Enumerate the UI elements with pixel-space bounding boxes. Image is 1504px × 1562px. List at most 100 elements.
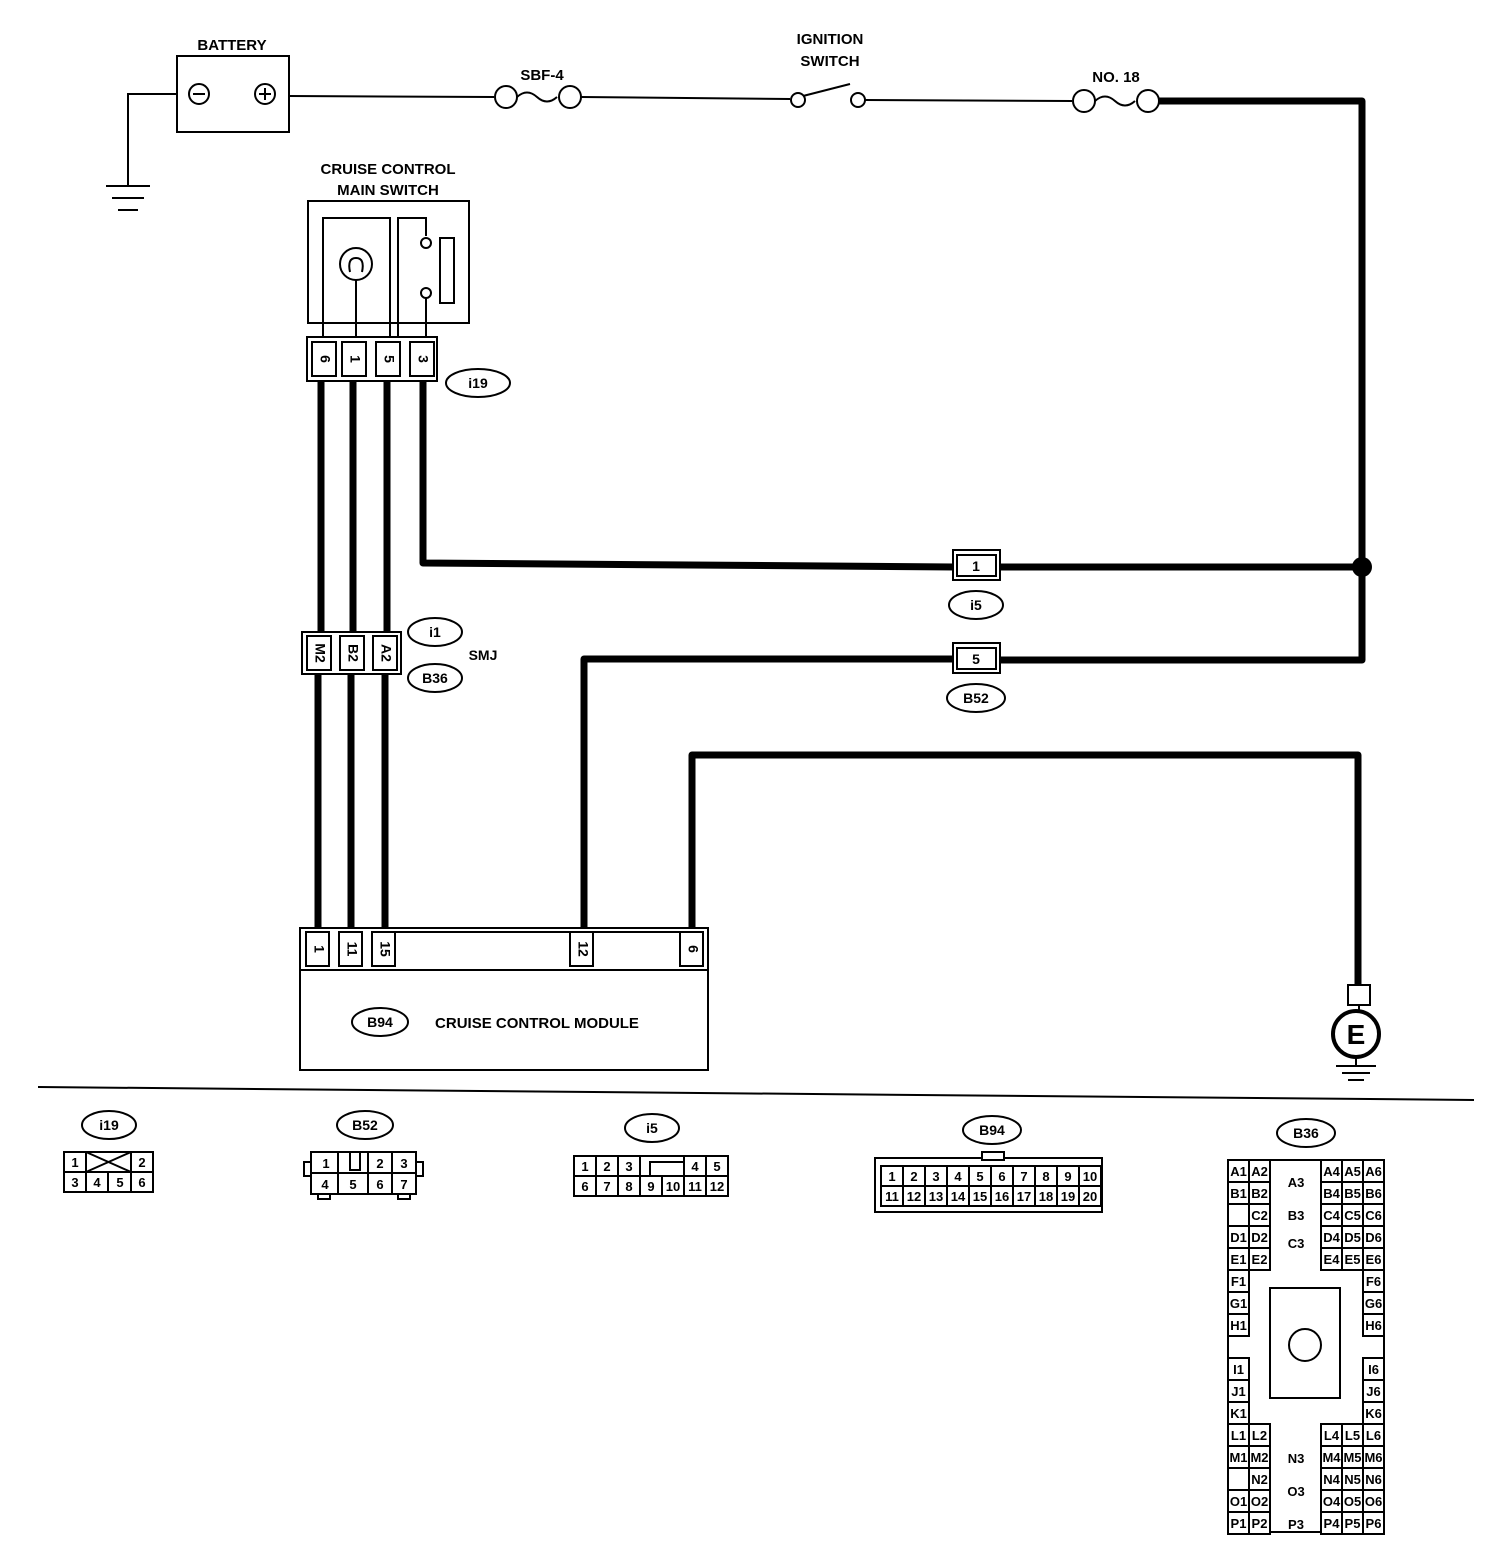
view-b52-cell: 6 xyxy=(376,1177,383,1192)
view-b36-cell: M4 xyxy=(1322,1450,1341,1465)
view-b36-cell: I6 xyxy=(1368,1362,1379,1377)
smj-pin-b2: B2 xyxy=(345,644,361,662)
view-i5-cell: 10 xyxy=(666,1179,680,1194)
connector-view-b52: B52 1 2 3 4 5 6 7 xyxy=(303,1110,424,1200)
battery-label: BATTERY xyxy=(197,37,266,54)
view-b94-title: B94 xyxy=(979,1122,1005,1138)
view-b94-cell: 3 xyxy=(932,1169,939,1184)
ignition-switch-symbol xyxy=(790,83,866,108)
view-i5-cell: 1 xyxy=(581,1159,588,1174)
fuse-no18-label: NO. 18 xyxy=(1092,69,1140,86)
view-i5-cell: 12 xyxy=(710,1179,724,1194)
view-b36-cell: P6 xyxy=(1366,1516,1382,1531)
view-b94-cell: 4 xyxy=(954,1169,962,1184)
view-b36-cell: B2 xyxy=(1251,1186,1268,1201)
b52-pin-5: 5 xyxy=(972,651,980,667)
view-b94-cell: 17 xyxy=(1017,1189,1031,1204)
tag-i5: i5 xyxy=(970,597,982,613)
view-i19-cell: 5 xyxy=(116,1175,123,1190)
view-b36-cell: J6 xyxy=(1366,1384,1380,1399)
view-b94-cell: 18 xyxy=(1039,1189,1053,1204)
view-b36-cell: E5 xyxy=(1345,1252,1361,1267)
tag-b36: B36 xyxy=(422,670,448,686)
view-i5-cell: 6 xyxy=(581,1179,588,1194)
smj-pin-a2: A2 xyxy=(378,644,394,662)
view-i19-cell: 4 xyxy=(93,1175,101,1190)
view-b52-cell: 2 xyxy=(376,1156,383,1171)
view-b36-cell: M5 xyxy=(1343,1450,1361,1465)
view-i5-title: i5 xyxy=(646,1120,658,1136)
fuse-sbf4 xyxy=(494,85,582,109)
module-pin-12: 12 xyxy=(575,941,591,957)
main-switch-label-2: MAIN SWITCH xyxy=(337,182,439,199)
view-b36-cell: N3 xyxy=(1288,1451,1305,1466)
view-b36-cell: B3 xyxy=(1288,1208,1305,1223)
switch-pin-1: 1 xyxy=(347,355,363,363)
view-b36-cell: L6 xyxy=(1366,1428,1381,1443)
module-pin-15: 15 xyxy=(377,941,393,957)
view-b36-cell: O2 xyxy=(1251,1494,1268,1509)
smj-label: SMJ xyxy=(469,647,498,663)
view-b36-cell: L4 xyxy=(1324,1428,1340,1443)
view-b36-cell: B6 xyxy=(1365,1186,1382,1201)
view-b36-cell: P4 xyxy=(1324,1516,1341,1531)
smj-connector: M2 B2 A2 i1 B36 SMJ xyxy=(301,617,498,693)
view-b36-cell: B5 xyxy=(1344,1186,1361,1201)
view-b94-cell: 20 xyxy=(1083,1189,1097,1204)
harness-wires xyxy=(314,97,1372,985)
ignition-label-1: IGNITION xyxy=(797,31,864,48)
cruise-control-module: 1 11 15 12 6 B94 CRUISE CONTROL MODULE xyxy=(299,927,709,1071)
view-b36-cell: G1 xyxy=(1230,1296,1247,1311)
supply-circuit: BATTERY SBF-4 IGNITION SWITCH NO. 18 xyxy=(106,31,1160,211)
view-i5-cell: 9 xyxy=(647,1179,654,1194)
view-b36-cell: F1 xyxy=(1231,1274,1246,1289)
view-i19-cell: 2 xyxy=(138,1155,145,1170)
view-b36-cell: A6 xyxy=(1365,1164,1382,1179)
view-i19-cell: 1 xyxy=(71,1155,78,1170)
smj-pin-m2: M2 xyxy=(312,643,328,663)
view-b36-cell: B4 xyxy=(1323,1186,1340,1201)
view-b94-cell: 10 xyxy=(1083,1169,1097,1184)
view-b36-cell: M2 xyxy=(1250,1450,1268,1465)
b52-connector: 5 B52 xyxy=(946,642,1006,713)
view-b36-cell: A4 xyxy=(1323,1164,1340,1179)
view-b36-title: B36 xyxy=(1293,1125,1319,1141)
view-b36-cell: J1 xyxy=(1231,1384,1245,1399)
connector-view-i19: i19 1 2 3 4 5 6 xyxy=(63,1110,154,1193)
section-divider xyxy=(37,1086,1475,1101)
view-b36-cell: O5 xyxy=(1344,1494,1361,1509)
ignition-label-2: SWITCH xyxy=(800,53,859,70)
view-b36-cell: B1 xyxy=(1230,1186,1247,1201)
view-b52-cell: 7 xyxy=(400,1177,407,1192)
view-b36-cell: E1 xyxy=(1231,1252,1247,1267)
view-b36-cell: D4 xyxy=(1323,1230,1340,1245)
view-b36-cell: N6 xyxy=(1365,1472,1382,1487)
view-b94-cell: 1 xyxy=(888,1169,895,1184)
view-b52-cell: 1 xyxy=(322,1156,329,1171)
view-b36-cell: C5 xyxy=(1344,1208,1361,1223)
fuse-sbf4-label: SBF-4 xyxy=(520,67,564,84)
view-b36-cell: D2 xyxy=(1251,1230,1268,1245)
view-b94-cell: 7 xyxy=(1020,1169,1027,1184)
ground-e-symbol: E xyxy=(1331,984,1381,1081)
view-b36-cell: M1 xyxy=(1229,1450,1247,1465)
view-b36-cell: A5 xyxy=(1344,1164,1361,1179)
view-b52-cell: 5 xyxy=(349,1177,356,1192)
view-b36-cell: N5 xyxy=(1344,1472,1361,1487)
module-label: CRUISE CONTROL MODULE xyxy=(435,1015,639,1032)
view-i5-cell: 8 xyxy=(625,1179,632,1194)
fuse-no18 xyxy=(1072,89,1160,113)
tag-i1: i1 xyxy=(429,624,441,640)
view-b36-cell: L2 xyxy=(1252,1428,1267,1443)
view-b36-cell: N4 xyxy=(1323,1472,1340,1487)
ground-e-label: E xyxy=(1347,1019,1366,1050)
view-b36-cell: O1 xyxy=(1230,1494,1247,1509)
view-b36-cell: D1 xyxy=(1230,1230,1247,1245)
view-b36-cell: A3 xyxy=(1288,1175,1305,1190)
view-b36-cell: C4 xyxy=(1323,1208,1340,1223)
view-b36-cell: E4 xyxy=(1324,1252,1341,1267)
view-b36-cell: L5 xyxy=(1345,1428,1360,1443)
